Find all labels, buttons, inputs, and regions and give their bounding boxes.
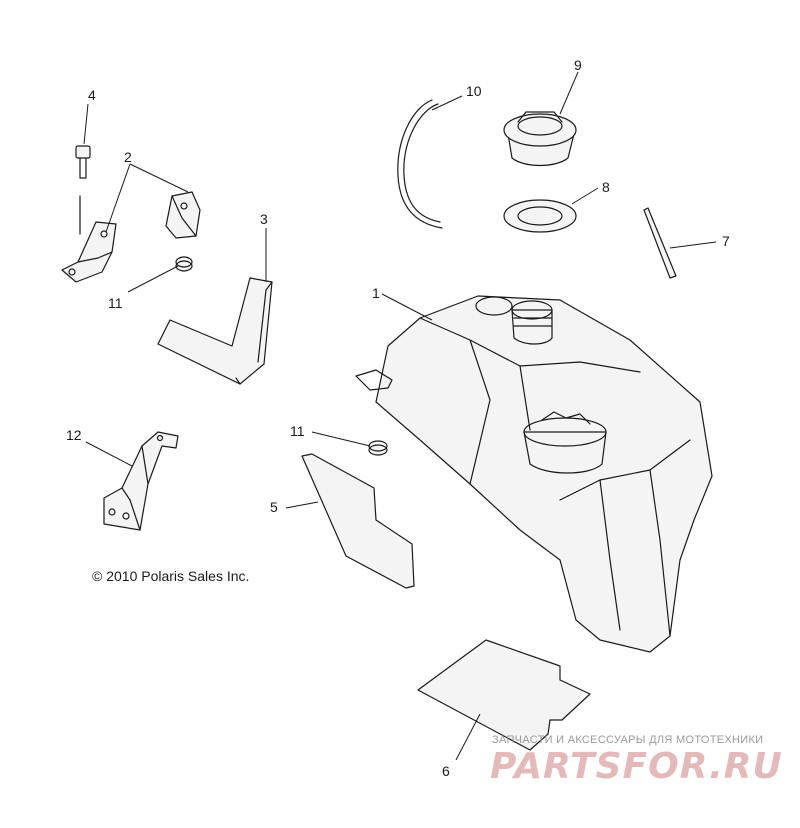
callout-9: 9: [574, 57, 582, 73]
callout-11-lower: 11: [290, 423, 305, 439]
vent-hose-part: [397, 99, 443, 229]
cable-tie-part: [643, 207, 677, 279]
callout-7: 7: [722, 233, 730, 249]
callout-labels: 1 2 3 4 5 6 7 8 9 10 11 11 12: [66, 57, 730, 779]
callout-10: 10: [466, 83, 482, 99]
callout-6: 6: [442, 763, 450, 779]
bracket-pair-part: [61, 191, 201, 283]
fuel-cap-part: [503, 111, 577, 167]
heat-shield-part: [301, 453, 415, 589]
callout-5: 5: [270, 499, 278, 515]
callout-3: 3: [260, 211, 268, 227]
callout-11-upper: 11: [108, 295, 123, 311]
gasket-ring-part: [503, 199, 577, 233]
mount-bracket-part: [103, 431, 179, 531]
callout-2: 2: [124, 149, 132, 165]
watermark-logo: PARTSFOR.RU: [490, 746, 783, 787]
callout-8: 8: [602, 179, 610, 195]
spacer-part-upper: [175, 256, 193, 272]
leader-lines: [83, 71, 717, 761]
copyright-notice: © 2010 Polaris Sales Inc.: [92, 568, 250, 584]
watermark-caption: ЗАПЧАСТИ И АКСЕССУАРЫ ДЛЯ МОТОТЕХНИКИ: [492, 734, 764, 746]
callout-12: 12: [66, 427, 82, 443]
callout-1: 1: [372, 285, 380, 301]
callout-4: 4: [88, 87, 96, 103]
skid-pad-part: [417, 639, 591, 751]
pad-part: [157, 277, 273, 385]
bolt-part: [75, 145, 91, 235]
fuel-tank-part: [355, 295, 713, 653]
spacer-part-lower: [368, 440, 388, 456]
